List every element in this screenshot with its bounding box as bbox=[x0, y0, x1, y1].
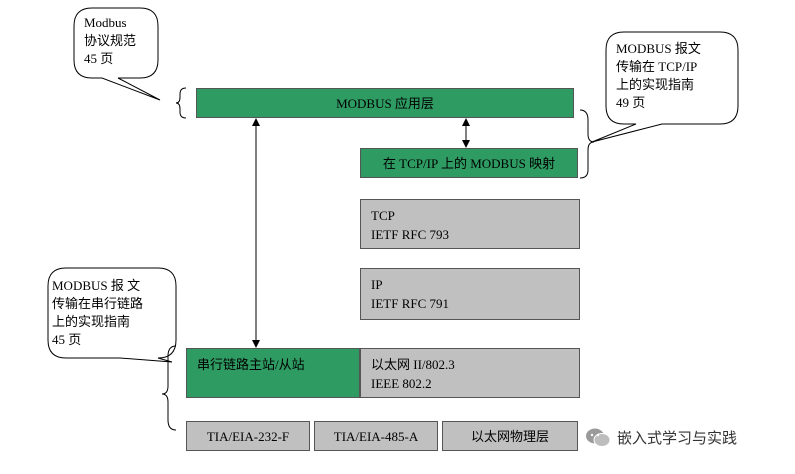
callout-top-right: MODBUS 报文 传输在 TCP/IP 上的实现指南 49 页 bbox=[616, 40, 701, 112]
layer-serial-master-slave: 串行链路主站/从站 bbox=[186, 348, 360, 398]
layer-phy-232: TIA/EIA-232-F bbox=[186, 421, 310, 451]
layer-tcpip-mapping-label: 在 TCP/IP 上的 MODBUS 映射 bbox=[382, 155, 556, 171]
callout-top-left-line-3: 45 页 bbox=[84, 51, 114, 66]
layer-ip-line-2: IETF RFC 791 bbox=[371, 296, 450, 311]
callout-bottom-left-line-3: 上的实现指南 bbox=[52, 314, 131, 329]
layer-serial-master-slave-label: 串行链路主站/从站 bbox=[197, 357, 305, 372]
watermark: 嵌入式学习与实践 bbox=[585, 426, 737, 448]
callout-bottom-left-line-1: MODBUS 报 文 bbox=[52, 278, 141, 293]
wechat-icon bbox=[586, 428, 611, 447]
callout-top-right-line-3: 上的实现指南 bbox=[616, 77, 695, 92]
layer-ethernet-line-2: IEEE 802.2 bbox=[371, 376, 432, 391]
callout-top-right-line-4: 49 页 bbox=[616, 95, 646, 110]
callout-bottom-left-line-4: 45 页 bbox=[52, 332, 82, 347]
callout-top-right-line-1: MODBUS 报文 bbox=[616, 41, 701, 56]
layer-ip-line-1: IP bbox=[371, 277, 383, 292]
callout-bottom-left: MODBUS 报 文 传输在串行链路 上的实现指南 45 页 bbox=[52, 277, 143, 349]
brace-application bbox=[175, 87, 187, 119]
callout-bubble-top-right bbox=[591, 31, 739, 143]
callout-top-left: Modbus 协议规范 45 页 bbox=[84, 14, 136, 68]
brace-serial-stack bbox=[161, 345, 177, 431]
layer-tcpip-mapping: 在 TCP/IP 上的 MODBUS 映射 bbox=[360, 148, 578, 178]
callout-top-right-line-2: 传输在 TCP/IP bbox=[616, 59, 698, 74]
layer-ip: IP IETF RFC 791 bbox=[360, 268, 580, 320]
layer-ethernet: 以太网 II/802.3 IEEE 802.2 bbox=[360, 348, 580, 398]
layer-tcp-line-1: TCP bbox=[371, 208, 395, 223]
callout-top-left-line-2: 协议规范 bbox=[84, 33, 137, 48]
callout-bottom-left-line-2: 传输在串行链路 bbox=[52, 296, 144, 311]
layer-phy-ethernet-label: 以太网物理层 bbox=[470, 428, 549, 444]
layer-application-label: MODBUS 应用层 bbox=[336, 95, 434, 111]
layer-ethernet-line-1: 以太网 II/802.3 bbox=[371, 357, 455, 372]
layer-tcp: TCP IETF RFC 793 bbox=[360, 199, 580, 249]
layer-phy-ethernet: 以太网物理层 bbox=[442, 421, 578, 451]
layer-phy-485: TIA/EIA-485-A bbox=[314, 421, 438, 451]
callout-bubble-bottom-left bbox=[47, 267, 177, 363]
layer-phy-485-label: TIA/EIA-485-A bbox=[333, 428, 419, 444]
callout-top-left-line-1: Modbus bbox=[84, 15, 127, 30]
callout-bubble-top-left bbox=[73, 7, 161, 101]
watermark-text: 嵌入式学习与实践 bbox=[617, 428, 738, 447]
layer-application: MODBUS 应用层 bbox=[196, 88, 574, 118]
layer-phy-232-label: TIA/EIA-232-F bbox=[206, 428, 290, 444]
brace-tcpip-mapping bbox=[579, 109, 595, 179]
layer-tcp-line-2: IETF RFC 793 bbox=[371, 227, 450, 242]
